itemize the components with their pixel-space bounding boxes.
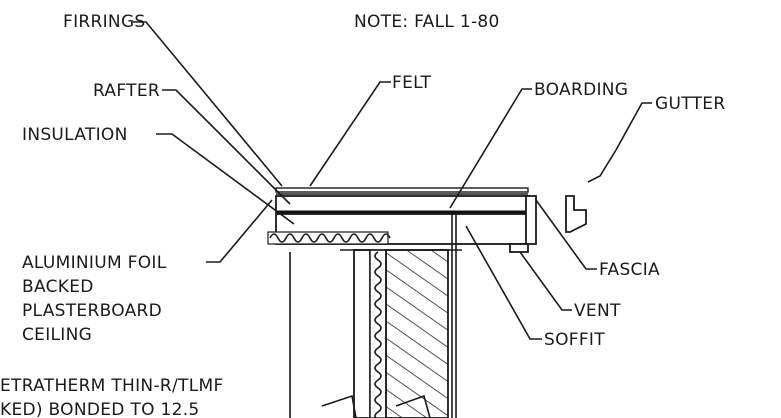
leader-rafter: [162, 89, 291, 205]
leader-fascia: [535, 199, 597, 270]
label-felt: FELT: [392, 73, 432, 93]
leader-lines: [133, 21, 652, 418]
leader-firrings: [133, 21, 283, 187]
leader-wall-insulation: [395, 394, 431, 418]
masonry-wall: [385, 249, 449, 418]
rafter-top: [275, 195, 529, 213]
label-rafter: RAFTER: [93, 81, 160, 101]
leader-wall-lining: [321, 394, 357, 418]
soffit-vent: [509, 243, 529, 253]
leader-felt: [309, 81, 391, 187]
boarding-layer: [275, 187, 529, 193]
label-insulation: INSULATION: [22, 125, 128, 145]
label-boarding: BOARDING: [534, 80, 628, 100]
inner-lining: [353, 249, 371, 418]
label-wall-line2: KED) BONDED TO 12.5: [0, 400, 200, 418]
label-soffit: SOFFIT: [544, 330, 605, 350]
label-wall-line1: ETRATHERM THIN-R/TLMF: [0, 376, 224, 396]
wall-assembly: [289, 212, 462, 418]
labels: NOTE: FALL 1-80 FIRRINGS RAFTER INSULATI…: [0, 12, 725, 418]
leader-ceiling: [206, 199, 273, 263]
label-gutter: GUTTER: [655, 94, 725, 114]
leader-soffit: [465, 225, 542, 340]
leader-insulation: [156, 133, 295, 225]
leader-gutter: [587, 102, 652, 183]
roof-assembly: [275, 187, 587, 253]
leader-vent: [519, 251, 572, 311]
insulation-roll: [267, 231, 391, 245]
label-ceiling-line4: CEILING: [22, 325, 92, 345]
insulation-coil: [269, 233, 391, 243]
label-firrings: FIRRINGS: [63, 12, 146, 32]
label-vent: VENT: [574, 301, 621, 321]
note-text: NOTE: FALL 1-80: [354, 12, 500, 32]
fascia-board: [525, 195, 537, 245]
label-ceiling-line1: ALUMINIUM FOIL: [22, 253, 167, 273]
label-ceiling-line3: PLASTERBOARD: [22, 301, 162, 321]
label-ceiling-line2: BACKED: [22, 277, 94, 297]
wall-insulation-coil: [374, 251, 382, 418]
label-fascia: FASCIA: [599, 260, 660, 280]
gutter-profile: [565, 195, 587, 233]
leader-boarding: [449, 88, 532, 209]
